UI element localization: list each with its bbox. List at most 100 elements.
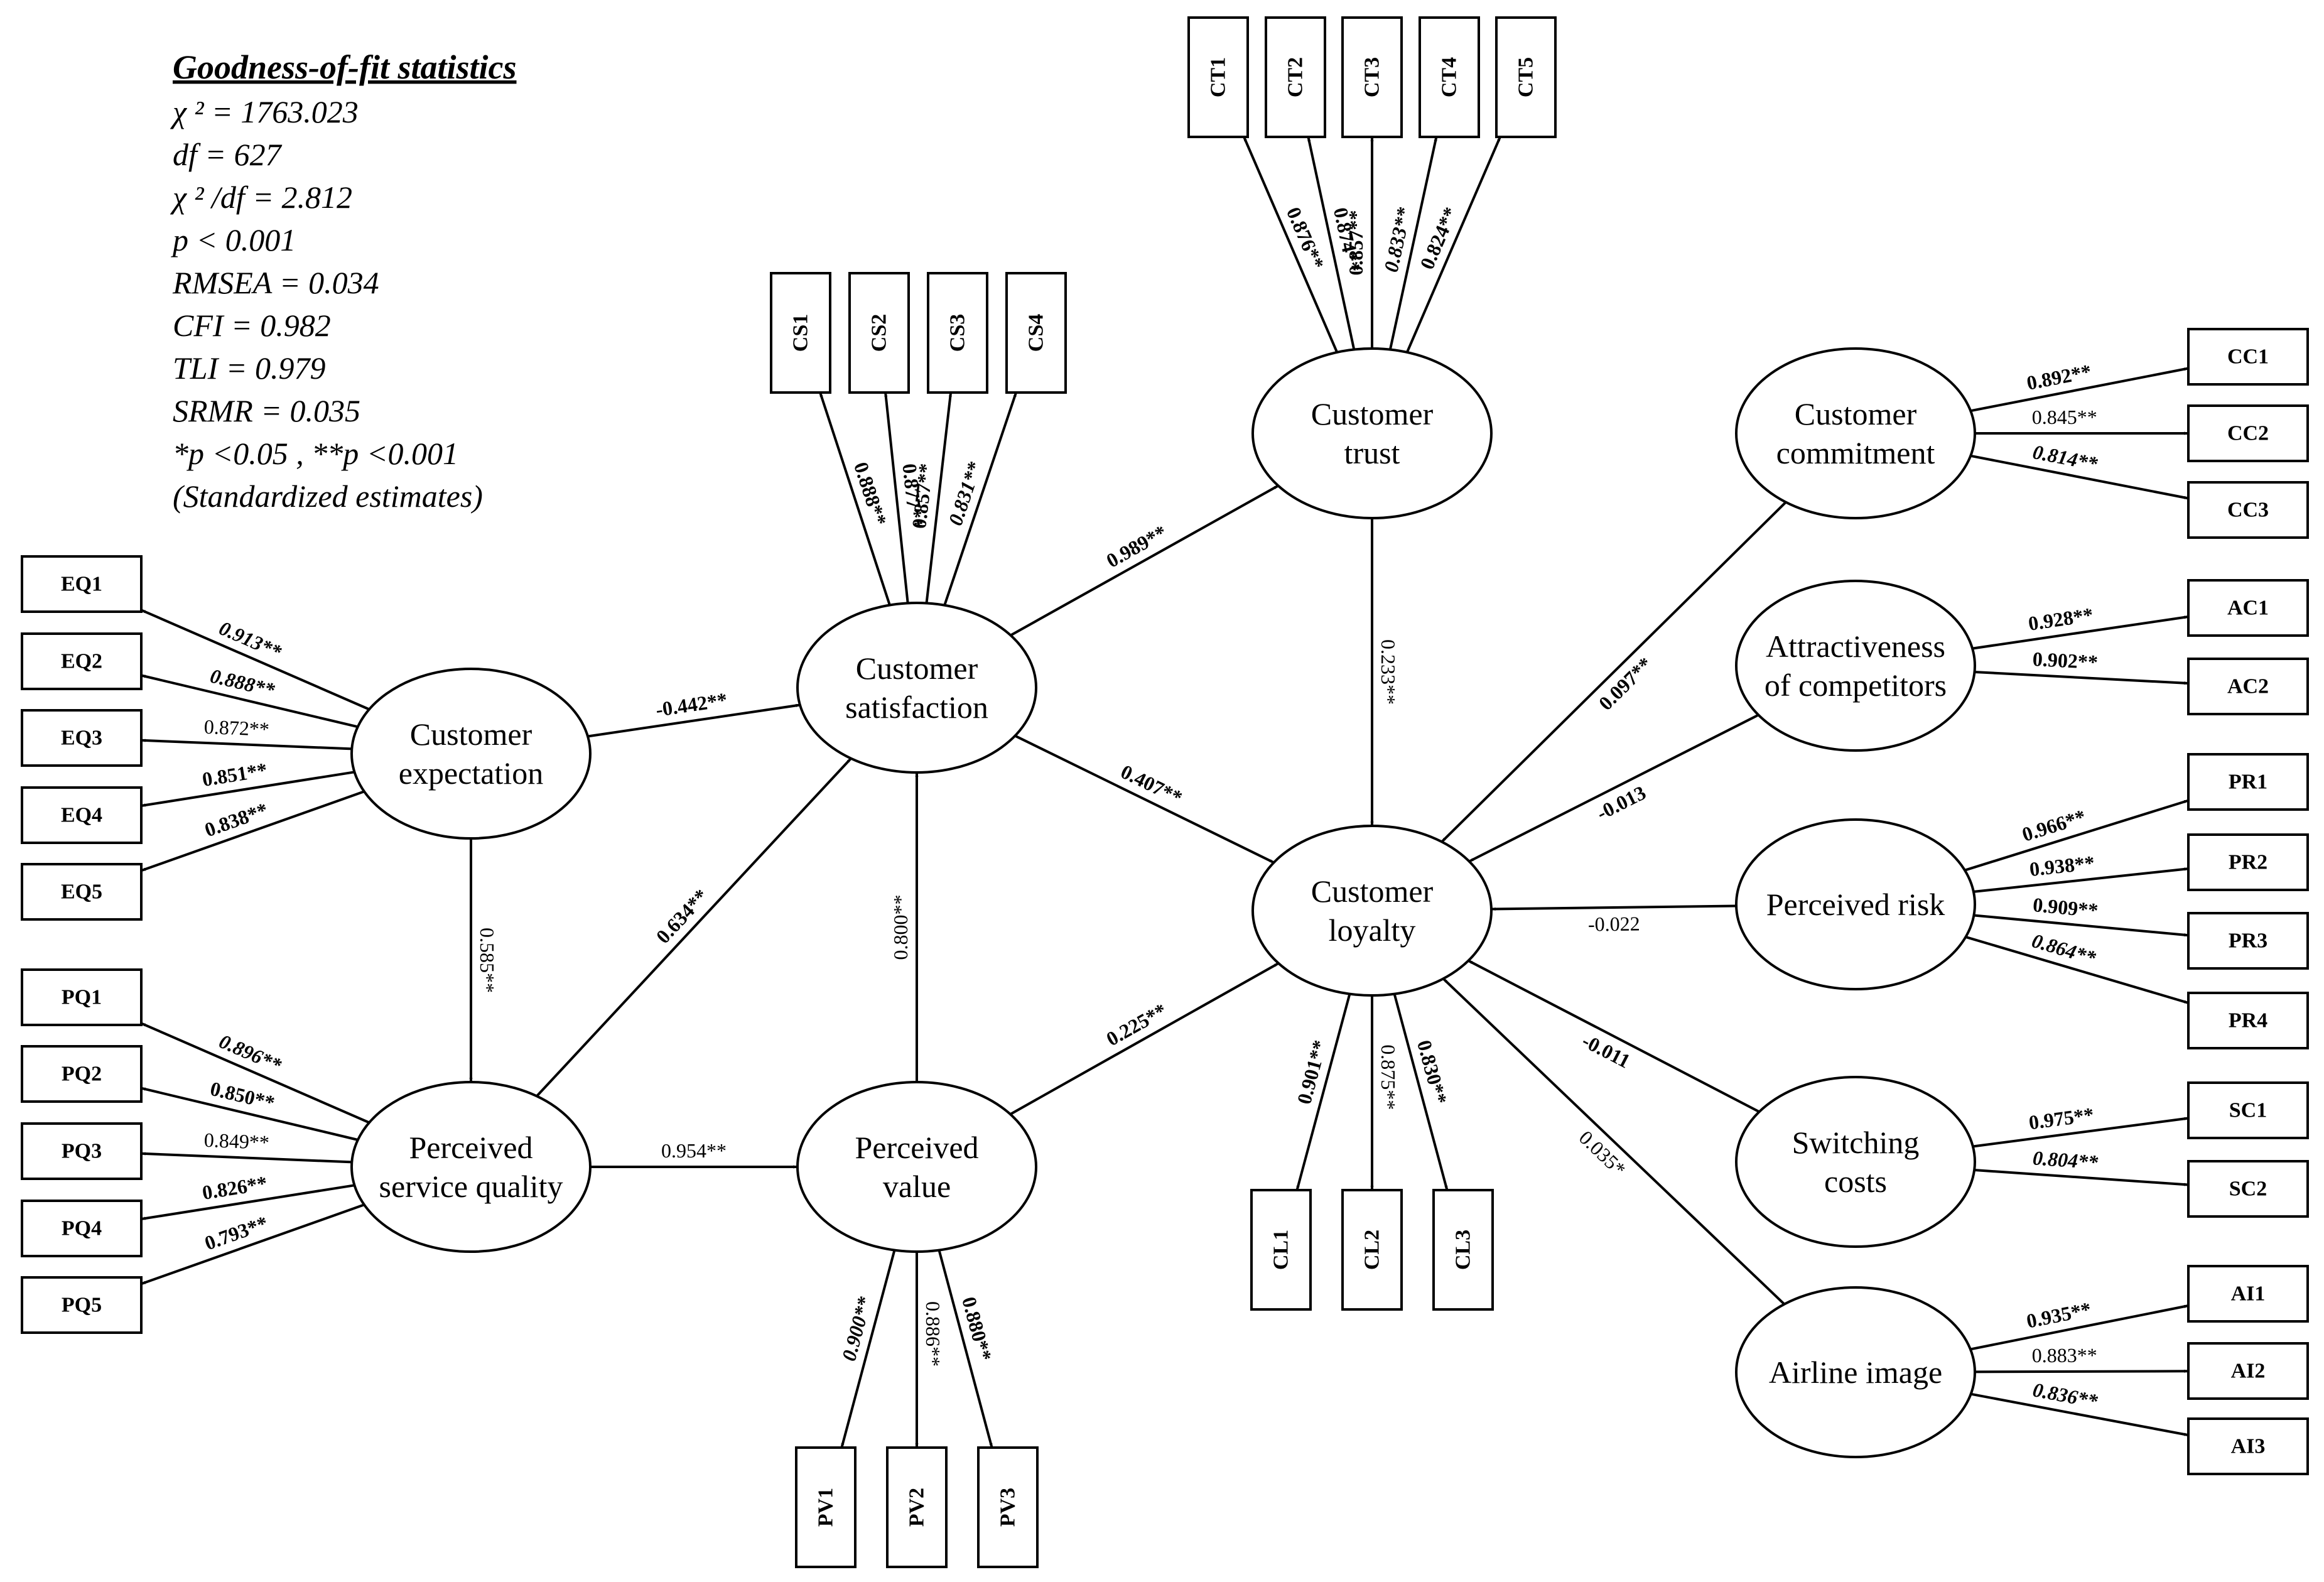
stats-significance-note: *p <0.05 , **p <0.001 — [173, 436, 458, 471]
indicator-box-eq1 — [21, 555, 143, 613]
latent-label-ce: expectation — [399, 756, 543, 791]
indicator-box-pq5 — [21, 1276, 143, 1334]
latent-pv — [796, 1081, 1037, 1253]
loading-pv3: 0.880** — [958, 1294, 997, 1363]
indicator-label-cs1: CS1 — [789, 314, 813, 352]
latent-ai — [1735, 1286, 1976, 1458]
stats-tli: TLI = 0.979 — [173, 350, 326, 386]
latent-cc — [1735, 347, 1976, 519]
loading-arrow-cl3 — [1393, 994, 1449, 1191]
indicator-box-cl2 — [1341, 1189, 1403, 1311]
loading-arrow-cs1 — [819, 392, 891, 606]
latent-cs — [796, 602, 1037, 774]
indicator-label-sc2: SC2 — [2229, 1178, 2267, 1201]
path-arrow-pv-cl — [1009, 962, 1280, 1115]
path-arrow-ce-cs — [587, 703, 801, 738]
indicator-label-pr2: PR2 — [2229, 851, 2267, 874]
loading-pq4: 0.826** — [201, 1171, 269, 1204]
indicator-label-cl2: CL2 — [1361, 1230, 1384, 1270]
indicator-label-pv1: PV1 — [814, 1488, 838, 1527]
loading-arrow-pr4 — [1965, 935, 2189, 1004]
indicator-label-ai1: AI1 — [2231, 1282, 2266, 1306]
indicator-label-sc1: SC1 — [2229, 1099, 2267, 1122]
indicator-label-pq5: PQ5 — [62, 1294, 102, 1317]
stats-chi-square: χ ² = 1763.023 — [170, 94, 359, 129]
indicator-box-pq2 — [21, 1045, 143, 1103]
indicator-label-eq5: EQ5 — [61, 880, 102, 904]
latent-ct — [1251, 347, 1493, 519]
loading-arrow-pq5 — [141, 1203, 365, 1286]
loading-arrow-ct1 — [1243, 136, 1339, 353]
path-coef-psq-pv: 0.954** — [661, 1139, 727, 1162]
indicator-label-ct5: CT5 — [1515, 57, 1538, 97]
indicator-label-ct3: CT3 — [1361, 57, 1384, 97]
indicator-box-ai1 — [2187, 1265, 2309, 1323]
loading-arrow-pq2 — [141, 1086, 359, 1141]
stats-srmr: SRMR = 0.035 — [173, 393, 360, 428]
indicator-label-eq3: EQ3 — [61, 727, 102, 750]
latent-label-ac: Attractiveness — [1766, 629, 1945, 664]
latent-label-ce: Customer — [410, 717, 532, 752]
indicator-box-eq3 — [21, 709, 143, 767]
indicator-label-cs3: CS3 — [946, 314, 970, 352]
indicator-box-eq5 — [21, 863, 143, 921]
indicator-box-ai3 — [2187, 1417, 2309, 1475]
loading-cl2: 0.875** — [1377, 1044, 1400, 1110]
latent-cl — [1251, 825, 1493, 997]
loading-eq3: 0.872** — [203, 715, 269, 740]
loading-ac1: 0.928** — [2027, 603, 2095, 635]
loading-arrow-ct4 — [1388, 136, 1438, 350]
path-arrow-cs-cl — [1014, 734, 1275, 864]
path-arrow-pr-cl — [1491, 904, 1737, 911]
indicator-label-pv2: PV2 — [905, 1488, 929, 1527]
indicator-label-pr1: PR1 — [2229, 771, 2267, 794]
indicator-label-ai3: AI3 — [2231, 1435, 2266, 1458]
stats-standardized-note: (Standardized estimates) — [173, 479, 483, 514]
loading-arrow-eq2 — [141, 674, 359, 729]
indicator-label-ct4: CT4 — [1438, 57, 1461, 97]
indicator-label-pq3: PQ3 — [62, 1140, 102, 1163]
latent-pr — [1735, 818, 1976, 990]
loading-arrow-ai2 — [1974, 1369, 2189, 1373]
loading-ac2: 0.902** — [2032, 647, 2099, 673]
loading-arrow-cs4 — [943, 392, 1017, 606]
latent-ac — [1735, 580, 1976, 752]
indicator-label-eq2: EQ2 — [61, 650, 102, 673]
latent-label-psq: Perceived — [409, 1130, 532, 1165]
stats-chi-square-df: χ ² /df = 2.812 — [170, 180, 352, 215]
latent-label-pr: Perceived risk — [1766, 887, 1945, 922]
loading-cs4: 0.831** — [944, 458, 986, 528]
latent-label-sc: Switching — [1792, 1125, 1920, 1160]
loading-arrow-ac2 — [1974, 671, 2189, 685]
indicator-box-ac1 — [2187, 579, 2309, 637]
stats-rmsea: RMSEA = 0.034 — [172, 265, 379, 300]
path-arrow-cs-ct — [1010, 484, 1279, 637]
indicator-box-ac2 — [2187, 658, 2309, 715]
indicator-box-cl1 — [1250, 1189, 1312, 1311]
indicator-label-pr3: PR3 — [2229, 929, 2267, 953]
indicator-label-ct2: CT2 — [1284, 57, 1307, 97]
indicator-box-cs2 — [848, 272, 910, 394]
loading-ct1: 0.876** — [1282, 203, 1329, 273]
loading-arrow-eq4 — [141, 771, 355, 807]
latent-label-ct: trust — [1344, 435, 1400, 470]
indicator-box-cs4 — [1005, 272, 1067, 394]
indicator-label-ac2: AC2 — [2227, 675, 2269, 698]
loading-ai2: 0.883** — [2032, 1344, 2097, 1367]
latent-sc — [1735, 1076, 1976, 1248]
indicator-label-cc3: CC3 — [2227, 499, 2269, 522]
indicator-box-eq4 — [21, 786, 143, 844]
indicator-box-pr4 — [2187, 992, 2309, 1049]
loading-arrow-pq4 — [141, 1184, 355, 1220]
indicator-box-cc2 — [2187, 404, 2309, 462]
loading-arrow-pr2 — [1973, 867, 2189, 893]
indicator-box-sc1 — [2187, 1081, 2309, 1139]
indicator-label-cl3: CL3 — [1452, 1230, 1475, 1270]
loading-pr4: 0.864** — [2029, 929, 2099, 969]
stats-title: Goodness-of-fit statistics — [173, 48, 517, 86]
loading-eq5: 0.838** — [202, 798, 271, 842]
indicator-box-sc2 — [2187, 1160, 2309, 1218]
loading-eq2: 0.888** — [208, 664, 277, 701]
